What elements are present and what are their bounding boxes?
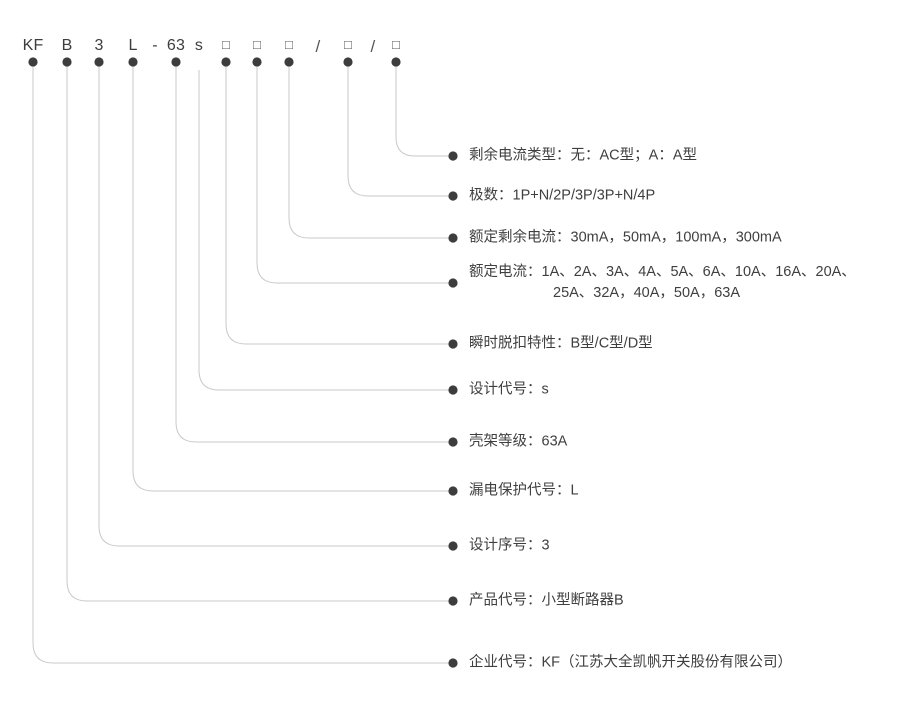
- entry-design-code-dot: [448, 385, 458, 395]
- token-box-5-dot: [391, 57, 401, 67]
- token-box-1-dot: [221, 57, 231, 67]
- entry-rated-residual-current-leader-line: [288, 67, 453, 239]
- token-3-dot: [94, 57, 104, 67]
- entry-residual-current-type-dot: [448, 151, 458, 161]
- token-box-3-dot: [284, 57, 294, 67]
- token-box-1: □: [221, 37, 231, 52]
- entry-product-code-line1: 产品代号：小型断路器B: [469, 592, 624, 609]
- entry-instantaneous-trip-leader-line: [225, 67, 453, 345]
- entry-enterprise-code-leader-line: [32, 67, 453, 664]
- entry-leakage-protection-code-leader-line: [132, 67, 453, 492]
- token-box-2-dot: [252, 57, 262, 67]
- token-box-4-dot: [343, 57, 353, 67]
- entry-rated-residual-current-line1: 额定剩余电流：30mA，50mA，100mA，300mA: [469, 229, 782, 246]
- entry-product-code-leader-line: [66, 67, 453, 602]
- entry-design-code-line1: 设计代号：s: [469, 381, 549, 398]
- entry-leakage-protection-code-dot: [448, 486, 458, 496]
- entry-frame-rating: 壳架等级：63A: [469, 432, 567, 453]
- entry-design-sequence: 设计序号：3: [469, 536, 550, 557]
- token-box-3: □: [284, 37, 294, 52]
- entry-design-sequence-line1: 设计序号：3: [469, 537, 550, 554]
- entry-pole-count-line1: 极数：1P+N/2P/3P/3P+N/4P: [469, 187, 656, 204]
- entry-frame-rating-dot: [448, 437, 458, 447]
- token-b-dot: [62, 57, 72, 67]
- entry-residual-current-type-line1: 剩余电流类型：无：AC型；A：A型: [469, 147, 697, 164]
- entry-instantaneous-trip-dot: [448, 339, 458, 349]
- entry-design-code: 设计代号：s: [469, 380, 549, 401]
- token-slash-2: /: [370, 37, 376, 56]
- entry-rated-current-leader-line: [256, 67, 453, 284]
- entry-residual-current-type: 剩余电流类型：无：AC型；A：A型: [469, 146, 697, 167]
- entry-rated-residual-current: 额定剩余电流：30mA，50mA，100mA，300mA: [469, 228, 782, 249]
- entry-instantaneous-trip-line1: 瞬时脱扣特性：B型/C型/D型: [469, 335, 653, 352]
- entry-rated-current: 额定电流：1A、2A、3A、4A、5A、6A、10A、16A、20A、 25A、3…: [469, 262, 856, 304]
- token-63: 63: [166, 37, 186, 54]
- entry-residual-current-type-leader-line: [395, 67, 453, 157]
- token-b: B: [61, 37, 73, 54]
- entry-rated-current-dot: [448, 278, 458, 288]
- token-slash-1: /: [315, 37, 321, 56]
- entry-rated-residual-current-dot: [448, 233, 458, 243]
- entry-leakage-protection-code: 漏电保护代号：L: [469, 481, 579, 502]
- entry-pole-count: 极数：1P+N/2P/3P/3P+N/4P: [469, 186, 655, 207]
- entry-design-sequence-dot: [448, 541, 458, 551]
- entry-design-sequence-leader-line: [98, 67, 453, 547]
- code-dot-group: [28, 57, 401, 67]
- entry-design-code-leader-line: [198, 70, 453, 391]
- entry-product-code-dot: [448, 596, 458, 606]
- entry-pole-count-leader-line: [347, 67, 453, 197]
- entry-rated-current-line2: 25A、32A，40A，50A，63A: [553, 285, 740, 301]
- leader-path-group: [32, 67, 453, 664]
- token-63-dot: [171, 57, 181, 67]
- token-box-4: □: [343, 37, 353, 52]
- entry-enterprise-code: 企业代号：KF（江苏大全凯帆开关股份有限公司）: [469, 653, 792, 674]
- leader-end-dot-group: [448, 151, 458, 668]
- token-kf-dot: [28, 57, 38, 67]
- token-box-2: □: [252, 37, 262, 52]
- entry-product-code: 产品代号：小型断路器B: [469, 591, 624, 612]
- token-s: s: [194, 37, 204, 54]
- entry-instantaneous-trip: 瞬时脱扣特性：B型/C型/D型: [469, 334, 653, 355]
- token-dash: -: [152, 37, 158, 54]
- token-box-5: □: [391, 37, 401, 52]
- entry-enterprise-code-line1: 企业代号：KF（江苏大全凯帆开关股份有限公司）: [469, 654, 793, 671]
- entry-leakage-protection-code-line1: 漏电保护代号：L: [469, 482, 579, 499]
- token-l-dot: [128, 57, 138, 67]
- entry-frame-rating-line1: 壳架等级：63A: [469, 433, 568, 450]
- entry-frame-rating-leader-line: [175, 67, 453, 443]
- token-kf: KF: [22, 37, 44, 54]
- entry-pole-count-dot: [448, 191, 458, 201]
- token-3: 3: [94, 37, 104, 54]
- entry-rated-current-line1: 额定电流：1A、2A、3A、4A、5A、6A、10A、16A、20A、: [469, 264, 856, 280]
- token-l: L: [128, 37, 138, 54]
- entry-enterprise-code-dot: [448, 658, 458, 668]
